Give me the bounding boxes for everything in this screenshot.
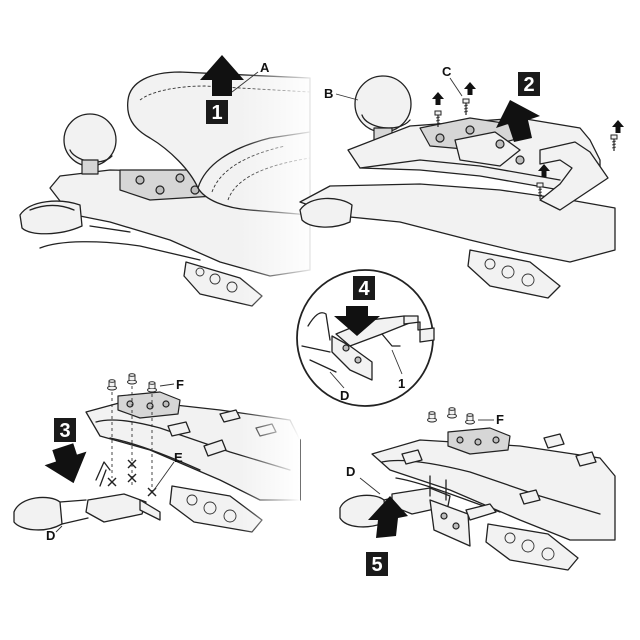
panel-step-2: 2 B C bbox=[299, 64, 624, 299]
callout-A: A bbox=[260, 60, 270, 75]
tail-light-bracket-2 bbox=[467, 249, 561, 299]
callout-F-step3: F bbox=[176, 377, 184, 392]
rack-plate-3 bbox=[117, 391, 181, 419]
panel-step-3: 3 F E D bbox=[13, 373, 301, 550]
grab-rail bbox=[539, 141, 609, 211]
callout-E: E bbox=[174, 450, 183, 465]
bracket-D-3 bbox=[85, 461, 161, 523]
rack-plate bbox=[419, 117, 525, 167]
step-4-badge: 4 bbox=[353, 276, 375, 300]
backrest-pad bbox=[63, 113, 117, 175]
panel-step-1: 1 A bbox=[19, 55, 320, 320]
callout-D-step5: D bbox=[346, 464, 355, 479]
step-2-badge: 2 bbox=[518, 72, 540, 96]
insert-bracket-arrow bbox=[44, 443, 87, 484]
callout-D-step4: D bbox=[340, 388, 349, 403]
panel-step-4: 4 1 D bbox=[296, 269, 435, 407]
lift-seat-arrow bbox=[200, 55, 244, 96]
svg-text:3: 3 bbox=[59, 420, 70, 442]
press-down-arrow bbox=[334, 306, 380, 336]
callout-D-step3: D bbox=[46, 528, 55, 543]
callout-part-1: 1 bbox=[398, 376, 405, 391]
tail-light-bracket-5 bbox=[485, 523, 579, 571]
rack-plate-5 bbox=[447, 427, 511, 455]
panel-step-5: 5 F D bbox=[339, 407, 616, 576]
callout-B: B bbox=[324, 86, 333, 101]
washers-F-5 bbox=[427, 407, 475, 425]
callout-C: C bbox=[442, 64, 452, 79]
lift-rack-arrow bbox=[496, 100, 540, 142]
callout-F-step5: F bbox=[496, 412, 504, 427]
step-3-badge: 3 bbox=[54, 418, 76, 442]
washers-F-3 bbox=[107, 373, 157, 393]
svg-text:4: 4 bbox=[358, 278, 370, 300]
rack-bolts bbox=[135, 173, 200, 195]
bracket-part-1 bbox=[331, 315, 435, 381]
step-5-badge: 5 bbox=[366, 552, 388, 576]
svg-text:2: 2 bbox=[523, 74, 534, 96]
svg-text:5: 5 bbox=[371, 554, 382, 576]
svg-text:1: 1 bbox=[211, 102, 222, 124]
push-bracket-arrow bbox=[368, 496, 408, 538]
step-1-badge: 1 bbox=[206, 100, 228, 124]
